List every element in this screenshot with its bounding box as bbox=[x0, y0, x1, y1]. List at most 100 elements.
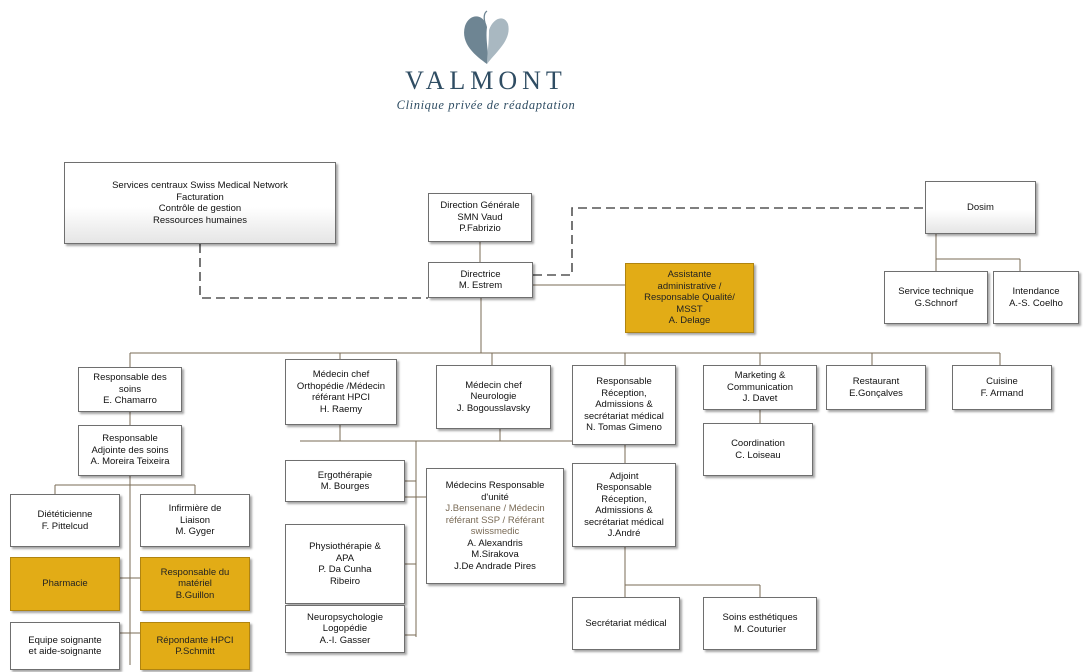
directrice-title: Directrice bbox=[460, 268, 501, 280]
directrice-name: M. Estrem bbox=[458, 280, 503, 291]
box-adjointe-soins: Responsable Adjointe des soins A. Moreir… bbox=[78, 425, 182, 476]
adjoint-line-0: Adjoint bbox=[609, 470, 639, 482]
services-line-1: Facturation bbox=[176, 191, 224, 203]
unite-title-1: d'unité bbox=[481, 491, 509, 503]
box-coordination: Coordination C. Loiseau bbox=[703, 423, 813, 476]
materiel-line-1: matériel bbox=[178, 578, 212, 590]
butterfly-icon bbox=[464, 10, 509, 64]
ergotherapie-name: M. Bourges bbox=[320, 481, 370, 492]
coordination-name: C. Loiseau bbox=[735, 449, 781, 461]
dieteticienne-title: Diététicienne bbox=[37, 509, 93, 520]
reception-name: N. Tomas Gimeno bbox=[586, 422, 662, 434]
physio-name-1: P. Da Cunha bbox=[318, 564, 372, 575]
infirmiere-name: M. Gyger bbox=[175, 526, 215, 538]
dosim-title: Dosim bbox=[967, 201, 994, 213]
assistante-line-0: Assistante bbox=[667, 269, 712, 281]
services-line-3: Ressources humaines bbox=[153, 214, 247, 226]
physio-line-1: APA bbox=[335, 552, 355, 564]
service-technique-title: Service technique bbox=[898, 286, 974, 297]
box-neuropsychologie: Neuropsychologie Logopédie A.-I. Gasser bbox=[285, 605, 405, 653]
reception-line-0: Responsable bbox=[596, 376, 652, 388]
box-adjoint-reception: Adjoint Responsable Réception, Admission… bbox=[572, 463, 676, 547]
box-service-technique: Service technique G.Schnorf bbox=[884, 271, 988, 324]
box-responsable-soins: Responsable des soins E. Chamarro bbox=[78, 367, 182, 412]
box-services-centraux: Services centraux Swiss Medical Network … bbox=[64, 162, 336, 244]
box-cuisine: Cuisine F. Armand bbox=[952, 365, 1052, 410]
box-responsable-reception: Responsable Réception, Admissions & secr… bbox=[572, 365, 676, 445]
reception-line-3: secrétariat médical bbox=[584, 410, 664, 422]
resp-soins-line-0: Responsable des bbox=[93, 372, 167, 384]
unite-highlight-0: J.Bensenane / Médecin bbox=[445, 503, 545, 514]
physio-name-2: Ribeiro bbox=[329, 575, 361, 587]
infirmiere-line-0: Infirmière de bbox=[168, 503, 222, 515]
intendance-name: A.-S. Coelho bbox=[1009, 297, 1063, 309]
marketing-name: J. Davet bbox=[742, 393, 778, 405]
services-line-2: Contrôle de gestion bbox=[158, 203, 242, 214]
restaurant-name: E.Gonçalves bbox=[849, 387, 903, 399]
box-soins-esthetiques: Soins esthétiques M. Couturier bbox=[703, 597, 817, 650]
unite-title-0: Médecins Responsable bbox=[445, 480, 545, 491]
ortho-line-0: Médecin chef bbox=[312, 369, 370, 380]
adjoint-line-1: Responsable bbox=[596, 482, 652, 493]
box-physiotherapie: Physiothérapie & APA P. Da Cunha Ribeiro bbox=[285, 524, 405, 604]
direction-line-1: SMN Vaud bbox=[457, 211, 503, 223]
cuisine-name: F. Armand bbox=[980, 387, 1024, 399]
box-restaurant: Restaurant E.Gonçalves bbox=[826, 365, 926, 410]
box-marketing: Marketing & Communication J. Davet bbox=[703, 365, 817, 410]
unite-highlight-2: swissmedic bbox=[470, 526, 520, 537]
adjointe-line-1: Adjointe des soins bbox=[91, 444, 169, 456]
direction-title: Direction Générale bbox=[440, 200, 520, 212]
direction-name: P.Fabrizio bbox=[459, 223, 501, 235]
logo-tagline: Clinique privée de réadaptation bbox=[396, 98, 576, 112]
soins-esthetiques-title: Soins esthétiques bbox=[722, 612, 798, 623]
cuisine-title: Cuisine bbox=[986, 376, 1018, 387]
materiel-name: B.Guillon bbox=[175, 589, 215, 601]
assistante-line-3: MSST bbox=[676, 303, 703, 315]
box-equipe-soignante: Equipe soignante et aide-soignante bbox=[10, 622, 120, 670]
equipe-line-0: Equipe soignante bbox=[28, 634, 102, 646]
hpci-title: Répondante HPCI bbox=[156, 634, 234, 646]
box-dosim: Dosim bbox=[925, 181, 1036, 234]
infirmiere-line-1: Liaison bbox=[179, 514, 211, 526]
hpci-name: P.Schmitt bbox=[175, 646, 215, 657]
logo-wordmark: VALMONT bbox=[405, 66, 567, 95]
pharmacie-title: Pharmacie bbox=[42, 578, 88, 590]
box-dieteticienne: Diététicienne F. Pittelcud bbox=[10, 494, 120, 547]
line-dashed-dosim bbox=[533, 207, 925, 276]
adjoint-line-2: Réception, bbox=[601, 493, 647, 505]
adjointe-line-0: Responsable bbox=[102, 433, 158, 445]
box-medecin-orthopedie: Médecin chef Orthopédie /Médecin référan… bbox=[285, 359, 397, 425]
soins-esthetiques-name: M. Couturier bbox=[733, 623, 787, 635]
intendance-title: Intendance bbox=[1012, 286, 1060, 297]
box-direction-generale: Direction Générale SMN Vaud P.Fabrizio bbox=[428, 193, 532, 242]
neuropsy-line-1: Logopédie bbox=[322, 623, 368, 635]
restaurant-title: Restaurant bbox=[852, 376, 900, 387]
services-title: Services centraux Swiss Medical Network bbox=[112, 180, 288, 191]
box-infirmiere-liaison: Infirmière de Liaison M. Gyger bbox=[140, 494, 250, 547]
box-medecins-unite: Médecins Responsable d'unité J.Bensenane… bbox=[426, 468, 564, 584]
ergotherapie-title: Ergothérapie bbox=[317, 469, 373, 481]
secretariat-title: Secrétariat médical bbox=[585, 617, 667, 629]
physio-line-0: Physiothérapie & bbox=[309, 541, 381, 552]
assistante-line-2: Responsable Qualité/ bbox=[644, 292, 735, 304]
neuro-line-0: Médecin chef bbox=[465, 379, 522, 391]
adjointe-name: A. Moreira Teixeira bbox=[90, 456, 170, 468]
unite-name-1: M.Sirakova bbox=[471, 549, 519, 560]
line-dashed-services bbox=[199, 244, 428, 299]
box-intendance: Intendance A.-S. Coelho bbox=[993, 271, 1079, 324]
box-directrice: Directrice M. Estrem bbox=[428, 262, 533, 298]
unite-highlight-1: référant SSP / Référant bbox=[445, 514, 545, 526]
unite-name-2: J.De Andrade Pires bbox=[454, 560, 536, 572]
resp-soins-line-1: soins bbox=[118, 383, 142, 395]
neuropsy-name: A.-I. Gasser bbox=[319, 634, 371, 646]
box-pharmacie: Pharmacie bbox=[10, 557, 120, 611]
box-responsable-materiel: Responsable du matériel B.Guillon bbox=[140, 557, 250, 611]
box-secretariat-medical: Secrétariat médical bbox=[572, 597, 680, 650]
box-ergotherapie: Ergothérapie M. Bourges bbox=[285, 460, 405, 502]
assistante-line-1: administrative / bbox=[657, 280, 722, 292]
ortho-name: H. Raemy bbox=[319, 403, 363, 415]
resp-soins-name: E. Chamarro bbox=[103, 395, 157, 407]
reception-line-1: Réception, bbox=[601, 387, 647, 399]
materiel-line-0: Responsable du bbox=[160, 566, 230, 578]
